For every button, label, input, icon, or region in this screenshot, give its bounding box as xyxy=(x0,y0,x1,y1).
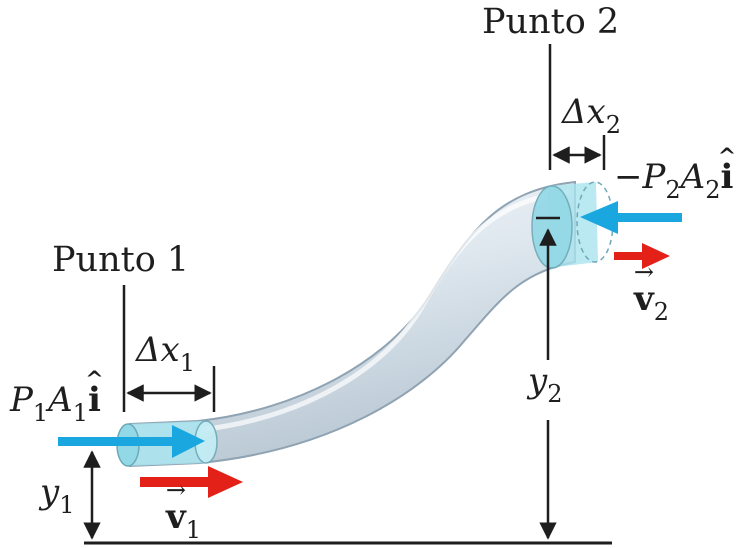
force1-a-sub: 1 xyxy=(72,399,89,427)
dx1-base: Δx xyxy=(136,330,180,370)
force2-sign: − xyxy=(614,157,643,197)
force1-label: P1A1i xyxy=(10,380,101,425)
dx1-sub: 1 xyxy=(179,349,196,377)
velocity-arrow-1 xyxy=(140,466,243,498)
v1-sub: 1 xyxy=(185,516,202,544)
v2-sub: 2 xyxy=(653,298,670,326)
force-arrow-1 xyxy=(58,425,205,458)
force2-p-sub: 2 xyxy=(665,176,681,204)
force2-unit-vector: i xyxy=(721,160,734,194)
force1-a: A xyxy=(48,380,73,420)
v1-label: v1 xyxy=(166,500,201,542)
pipe-body xyxy=(129,180,576,468)
y1-sub: 1 xyxy=(59,491,75,519)
y1-base: y xyxy=(40,472,60,512)
y2-label: y2 xyxy=(528,361,563,406)
dx2-label: Δx2 xyxy=(562,92,621,137)
pipe-highlight xyxy=(199,189,571,433)
v1-base: v xyxy=(166,500,186,534)
point2-label: Punto 2 xyxy=(482,2,620,42)
dx2-base: Δx xyxy=(562,92,606,132)
v2-base: v xyxy=(634,282,654,316)
force2-label: −P2A2i xyxy=(614,157,734,202)
dx1-label: Δx1 xyxy=(136,330,195,375)
v2-label: v2 xyxy=(634,282,669,324)
force2-a-sub: 2 xyxy=(705,176,721,204)
point1-label: Punto 1 xyxy=(52,240,190,280)
fluid-segment-2-left-face xyxy=(531,185,573,269)
y2-sub: 2 xyxy=(547,380,563,408)
y2-base: y xyxy=(528,361,548,401)
force2-a: A xyxy=(680,157,706,197)
force-arrow-2 xyxy=(580,201,682,234)
y1-label: y1 xyxy=(40,472,75,517)
force2-p: P xyxy=(642,157,666,197)
force1-p-sub: 1 xyxy=(32,399,49,427)
force1-p: P xyxy=(10,380,33,420)
force1-unit-vector: i xyxy=(88,383,101,417)
dx2-sub: 2 xyxy=(605,111,622,139)
